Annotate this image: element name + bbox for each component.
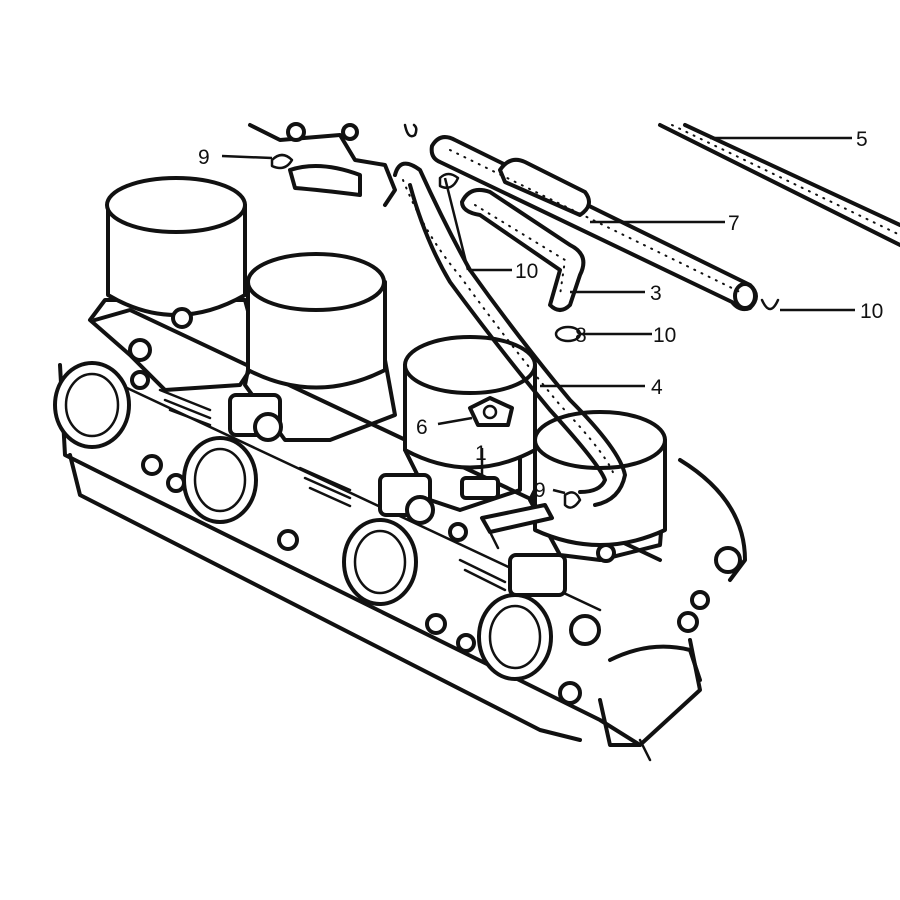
part-5-hose: [658, 123, 900, 247]
fuel-joint-bracket: [248, 122, 397, 207]
part-3-hose: [460, 188, 586, 312]
callout-6: 6: [416, 416, 428, 439]
callout-7: 7: [728, 212, 740, 235]
callout-4: 4: [651, 376, 663, 399]
part-4-hose: [393, 161, 627, 507]
callout-1: 1: [475, 442, 487, 465]
callout-10-middle: 10: [653, 324, 676, 347]
carb-cap-1: [105, 176, 247, 317]
intake-port-2: [182, 436, 258, 524]
part-6-screw: [468, 396, 514, 427]
intake-port-4: [477, 593, 553, 681]
intake-port-1: [53, 361, 131, 449]
callout-9-top: 9: [198, 146, 210, 169]
throttle-linkage: [158, 388, 601, 646]
callout-labels: 9 5 7 10 3 10 8 10 4 6 1 9: [198, 128, 883, 502]
part-1-tee: [448, 476, 554, 550]
carb-cap-3: [403, 335, 537, 470]
leader-lines: [221, 136, 855, 495]
callout-9-lower: 9: [534, 479, 546, 502]
callout-8: 8: [575, 324, 587, 347]
callout-5: 5: [856, 128, 868, 151]
mount-bolts: [128, 307, 742, 705]
carb-cap-2: [246, 252, 387, 390]
callout-10-upper: 10: [515, 260, 538, 283]
callout-10-right: 10: [860, 300, 883, 323]
intake-port-3: [342, 518, 418, 606]
callout-3: 3: [650, 282, 662, 305]
